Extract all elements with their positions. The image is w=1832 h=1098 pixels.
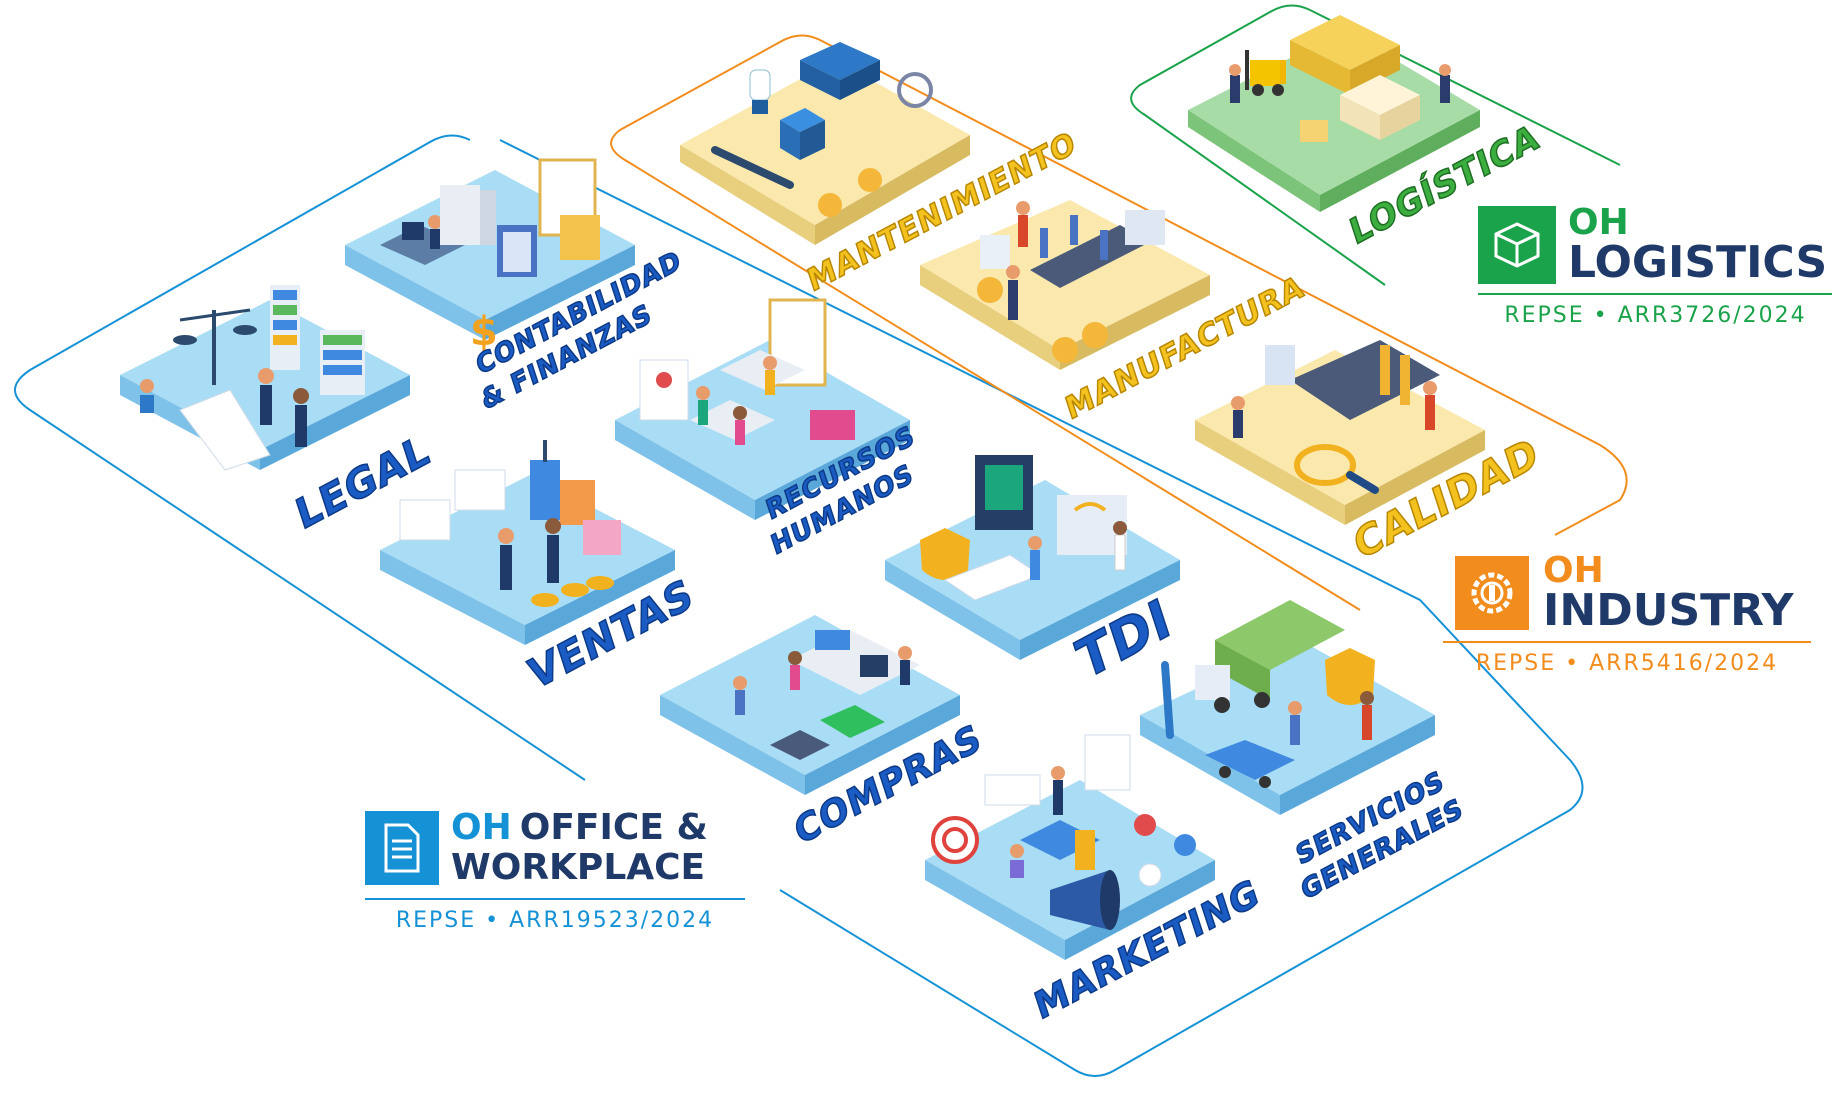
repse-number: REPSE • ARR3726/2024 (1504, 303, 1807, 328)
gear-icon-3 (897, 72, 933, 108)
brand-name: LOGISTICS (1568, 237, 1828, 288)
chart-board-icon (538, 158, 600, 260)
gear-icon-5 (1052, 337, 1078, 363)
presentation-board-icon (399, 469, 506, 541)
lightbulb-icon (749, 69, 771, 114)
brand-name-line-1: OFFICE & (519, 807, 708, 848)
brand-industry: OH INDUSTRY REPSE • ARR5416/2024 (1443, 553, 1811, 676)
brand-name: INDUSTRY (1543, 585, 1794, 636)
office-desks-icon (690, 350, 855, 440)
lawyer-figures (140, 368, 309, 447)
brand-name-line-2: WORKPLACE (451, 847, 706, 888)
handshake-figures (498, 518, 561, 590)
compras-platform (660, 615, 960, 795)
gear-icon-4 (977, 277, 1003, 303)
social-bubbles-icon (1134, 814, 1196, 887)
recursos-humanos-platform (615, 298, 910, 520)
brand-oh: OH (1568, 202, 1629, 243)
money-bill-icon (820, 705, 885, 738)
bookshelf-icon (270, 285, 365, 395)
megaphone-icon (1050, 870, 1120, 930)
shield-lock-icon (1325, 648, 1375, 705)
industry-region-outline-right (819, 39, 1628, 536)
logistics-region-outline (1130, 4, 1386, 286)
logistica-platform (1188, 15, 1480, 212)
worker-figures (1229, 64, 1451, 103)
servicios-generales-platform (1140, 600, 1435, 815)
manufactura-platform (920, 200, 1210, 370)
it-figures (1028, 521, 1127, 580)
desk-icon (380, 215, 465, 265)
office-area-icon (790, 630, 920, 695)
marketing-platform (925, 734, 1215, 960)
staff-figures (696, 356, 777, 445)
scales-icon (173, 308, 257, 385)
brand-oh: OH (1543, 550, 1604, 591)
quality-line-icon (1265, 340, 1440, 420)
growth-bars-icon (530, 440, 621, 555)
contabilidad-platform: $ (345, 158, 635, 355)
chat-panel-icon (984, 774, 1041, 806)
coins-icon (531, 576, 614, 607)
brand-rule (365, 898, 745, 900)
gear-icon-2 (858, 168, 882, 192)
office-region-outline-lower (499, 139, 1584, 1077)
ventas-platform (380, 440, 675, 645)
worker-figures-2 (1006, 201, 1030, 320)
car-icon (1205, 740, 1295, 788)
gear-icon (818, 193, 842, 217)
wrench-icon (711, 146, 794, 189)
document-scroll-icon (179, 389, 271, 471)
tdi-platform (885, 455, 1180, 660)
calidad-platform (1195, 340, 1485, 525)
industry-region-outline (610, 34, 1361, 611)
office-region-outline (14, 134, 586, 781)
brand-logistics: OH LOGISTICS REPSE • ARR3726/2024 (1478, 205, 1832, 328)
conveyor-icon (980, 210, 1165, 288)
toolbox-icon (800, 42, 880, 100)
calculator-icon-2 (770, 730, 830, 760)
brand-office: OH OFFICE & WORKPLACE REPSE • ARR19523/2… (365, 810, 745, 933)
document-panel-icon (1084, 734, 1131, 791)
electrical-panel-icon (780, 108, 825, 160)
magnifier-icon (1294, 444, 1379, 494)
repse-number: REPSE • ARR19523/2024 (395, 908, 715, 933)
gear-wrench-icon (1455, 556, 1529, 630)
forklift-icon (1245, 50, 1284, 96)
podium-icon (1020, 820, 1100, 870)
brand-oh: OH (451, 807, 512, 848)
document-icon (365, 811, 439, 885)
repse-number: REPSE • ARR5416/2024 (1475, 651, 1779, 676)
calculator-icon (497, 225, 537, 277)
legal-platform (120, 285, 410, 471)
mantenimiento-platform (680, 42, 970, 245)
marketing-figures (1010, 766, 1065, 878)
worker-figures-3 (1231, 381, 1437, 438)
dollar-icon: $ (470, 309, 498, 355)
printer-icon (440, 185, 496, 245)
garbage-truck-icon (1195, 600, 1345, 713)
brand-rule (1443, 641, 1811, 643)
gear-icon-6 (1082, 322, 1108, 348)
brand-rule (1478, 293, 1832, 295)
box-icon (1478, 206, 1556, 284)
server-rack-icon (975, 455, 1033, 530)
wrench-icon-2 (1161, 661, 1174, 739)
service-figures (1288, 691, 1374, 745)
buyer-figures (733, 646, 912, 715)
target-icon (931, 816, 979, 864)
shield-icon (920, 528, 970, 580)
